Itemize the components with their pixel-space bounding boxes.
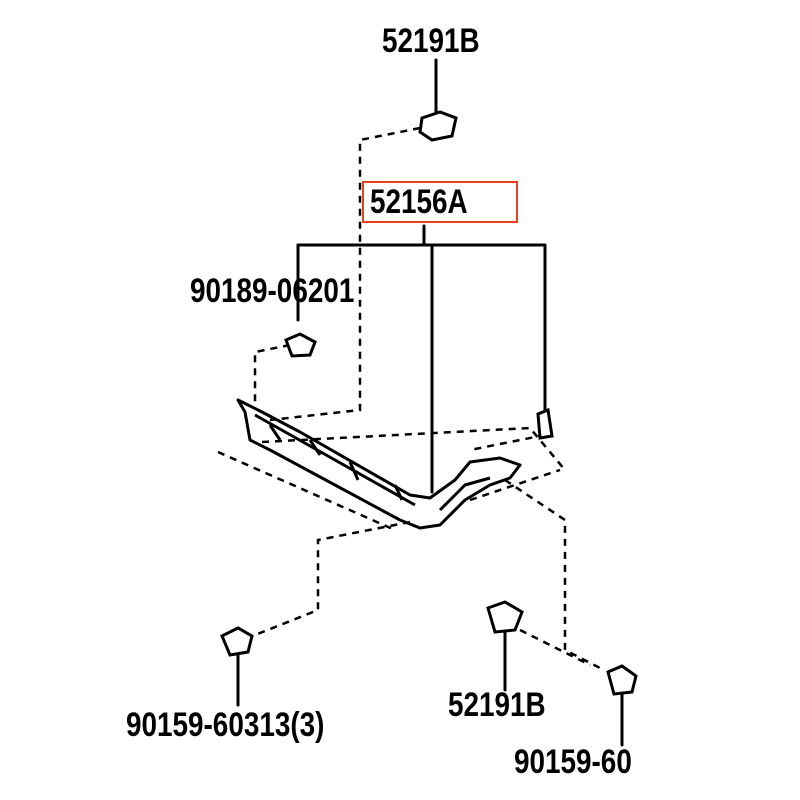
clip-bottom-icon [486,600,524,634]
label-main-part-text: 52156A [370,183,468,221]
label-screw-left[interactable]: 90159-60313(3) [126,706,325,744]
clip-region: 90159-60 [514,743,632,781]
label-clip-left[interactable]: 90189-06201 [190,272,355,310]
screw-right-icon [606,664,638,696]
label-clip-bottom[interactable]: 52191B [448,686,546,724]
clip-top-icon [418,110,458,142]
screw-left-icon [220,626,254,657]
bracket-part [236,398,522,530]
label-clip-top[interactable]: 52191B [382,22,480,60]
clip-right-icon [536,407,554,440]
label-main-part[interactable]: 52156A [362,181,518,223]
dashed-assembly-lines [217,126,601,670]
fasteners [220,110,638,696]
label-screw-right[interactable]: 90159-60 [514,743,632,781]
leader-bracket [296,224,547,494]
clip-left-icon [284,332,317,358]
